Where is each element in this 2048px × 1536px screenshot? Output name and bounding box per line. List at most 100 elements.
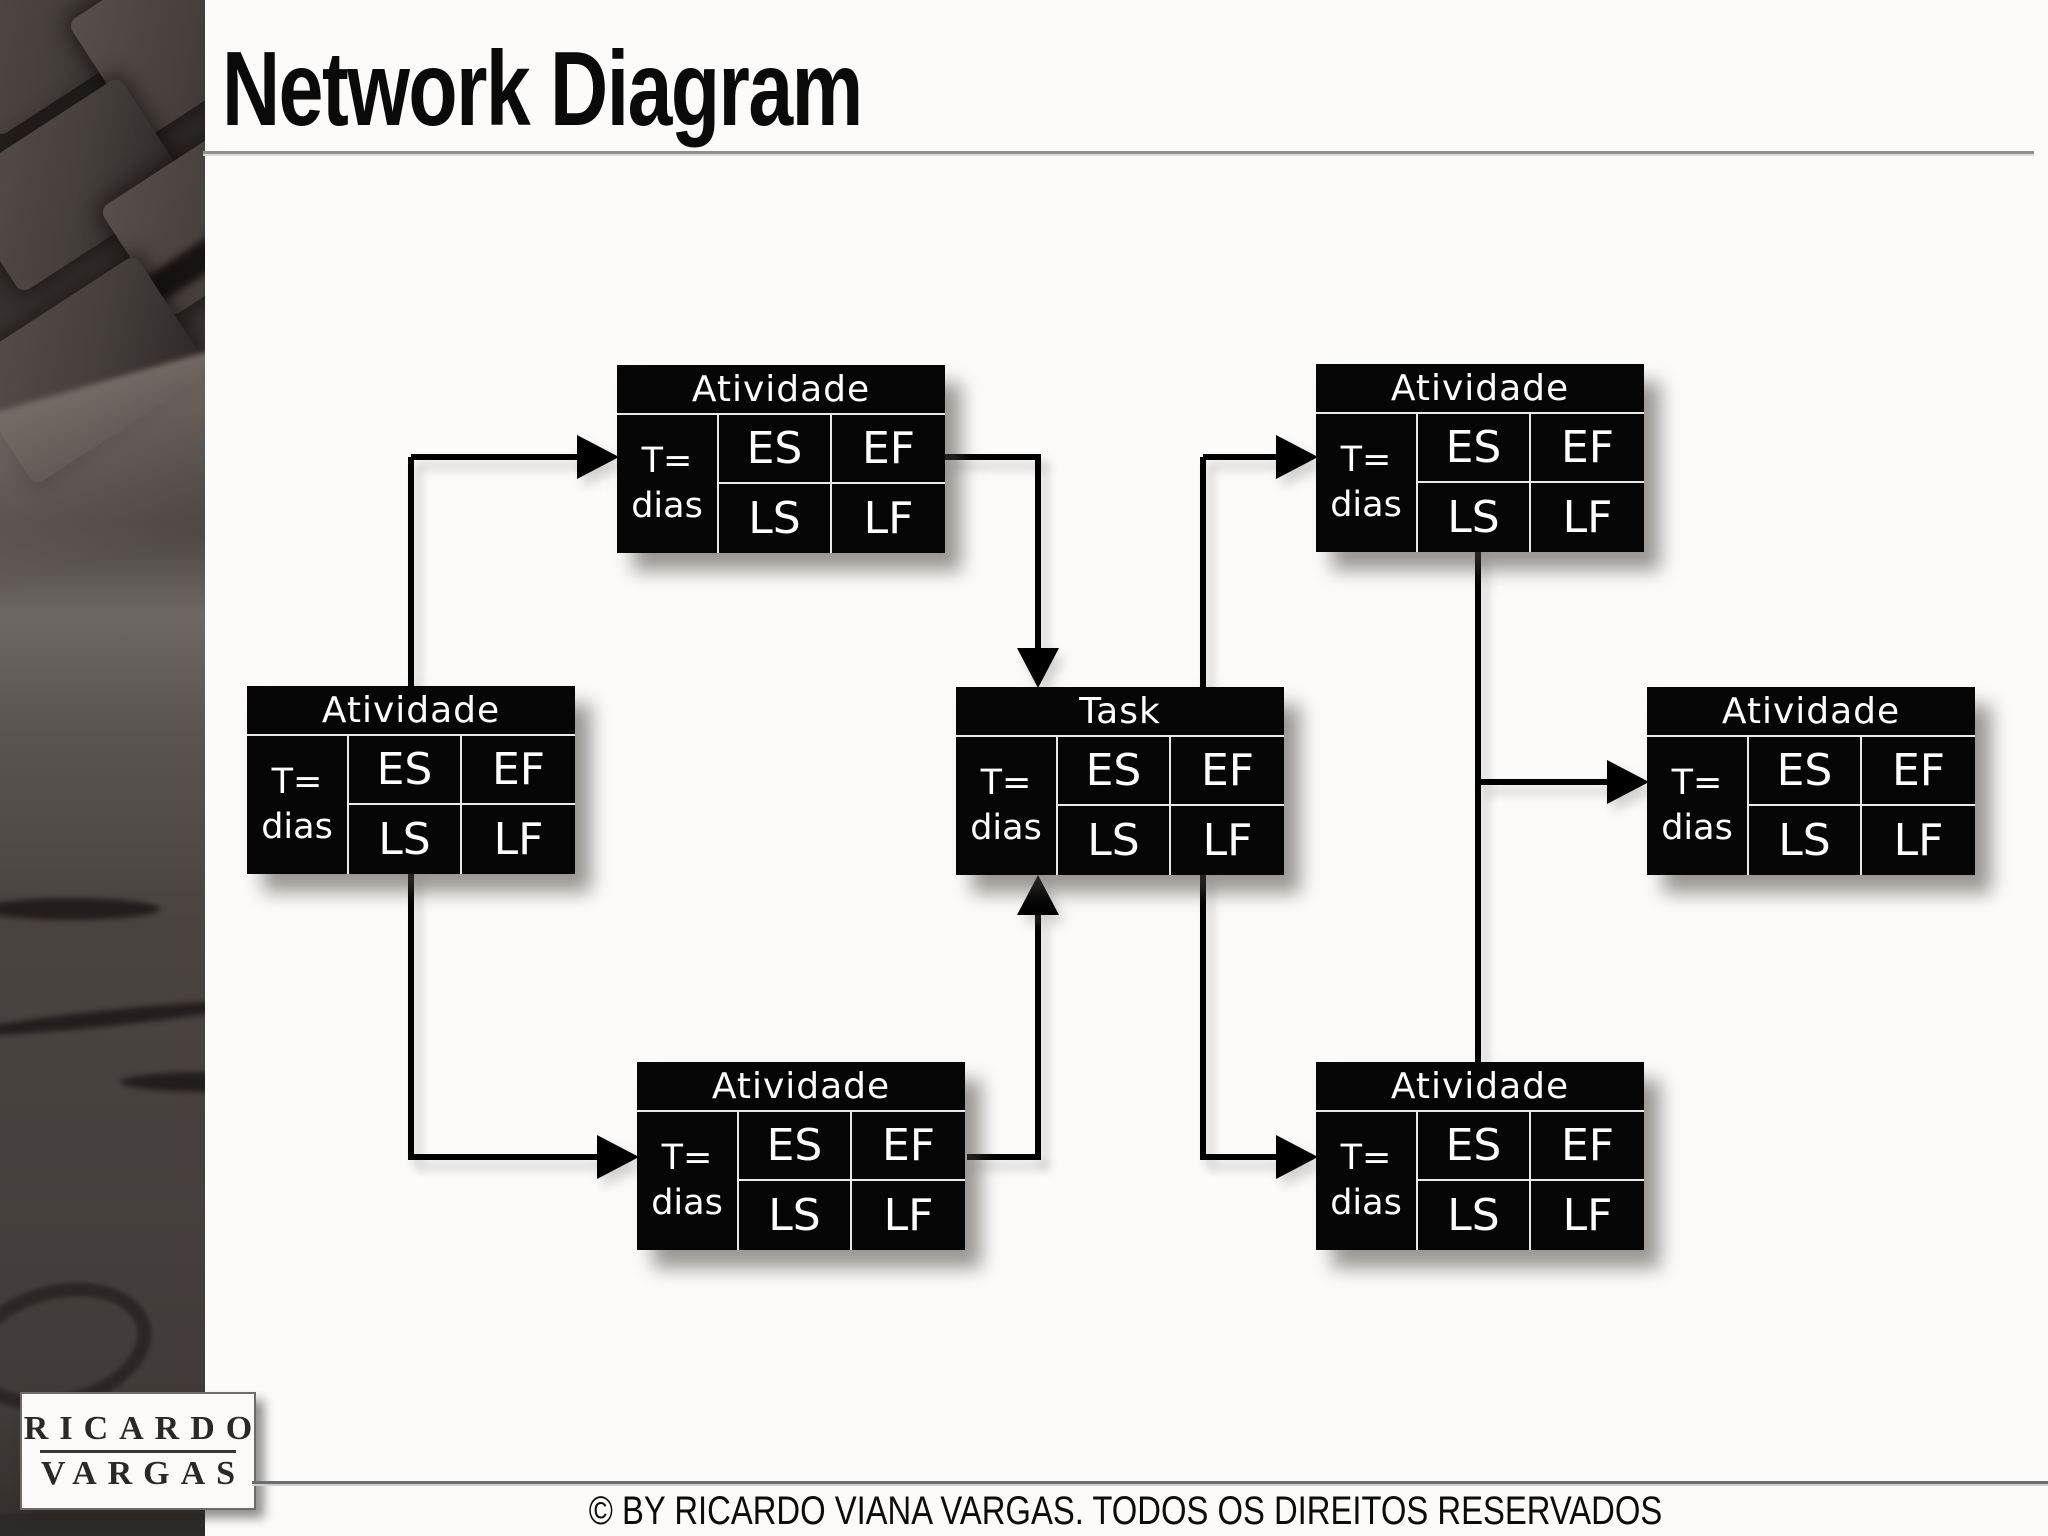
node-grid: ES EF LS LF: [739, 1112, 965, 1250]
node-duration: T= dias: [1316, 414, 1418, 552]
keyboard-bottom-edge: [0, 1514, 205, 1536]
duration-unit: dias: [970, 808, 1042, 848]
duration-unit: dias: [631, 486, 703, 526]
duration-label: T=: [1671, 763, 1723, 803]
cell-lf: LF: [863, 493, 914, 544]
node-duration: T= dias: [617, 415, 719, 553]
keyboard-photo-sidebar: [0, 0, 205, 1536]
edge-task-topright-vline: [1200, 457, 1206, 687]
duration-label: T=: [271, 762, 323, 802]
ricardo-vargas-logo: RICARDO VARGAS: [20, 1392, 256, 1510]
cell-es: ES: [349, 736, 462, 805]
page-title: Network Diagram: [222, 30, 863, 148]
duration-unit: dias: [1661, 808, 1733, 848]
node-title: Atividade: [247, 686, 575, 736]
duration-label: T=: [661, 1138, 713, 1178]
copyright-text: © BY RICARDO VIANA VARGAS. TODOS OS DIRE…: [588, 1489, 1663, 1533]
activity-node-top-right: Atividade T= dias ES EF LS LF: [1316, 364, 1644, 552]
node-grid: ES EF LS LF: [1418, 1112, 1644, 1250]
cell-ef: EF: [1531, 1112, 1644, 1181]
node-grid: ES EF LS LF: [349, 736, 575, 874]
edge-bottomleft-task-hline: [967, 1154, 1041, 1160]
logo-divider: [40, 1449, 236, 1453]
cell-es: ES: [1749, 737, 1862, 806]
keyboard-shadow-streak: [120, 1072, 205, 1092]
node-duration: T= dias: [956, 737, 1058, 875]
cell-lf: LF: [883, 1190, 934, 1241]
edge-task-bottomright-vline: [1200, 875, 1206, 1160]
node-grid: ES EF LS LF: [1749, 737, 1975, 875]
duration-label: T=: [641, 441, 693, 481]
activity-node-bottom-left: Atividade T= dias ES EF LS LF: [637, 1062, 965, 1250]
keyboard-shadow-streak: [0, 994, 205, 1042]
edge-midleft-bottomleft-hline: [411, 1154, 599, 1160]
node-body: T= dias ES EF LS LF: [956, 737, 1284, 875]
cell-ef: EF: [1171, 737, 1284, 806]
cell-es: ES: [1058, 737, 1171, 806]
node-title: Task: [956, 687, 1284, 737]
duration-unit: dias: [1330, 1183, 1402, 1223]
edge-task-topright-hline: [1203, 454, 1278, 460]
edge-task-bottomright-arrowhead: [1276, 1135, 1318, 1179]
node-grid: ES EF LS LF: [1058, 737, 1284, 875]
edge-topright-midright-hline: [1478, 779, 1609, 785]
edge-task-topright-arrowhead: [1276, 435, 1318, 479]
duration-unit: dias: [261, 807, 333, 847]
node-title: Atividade: [617, 365, 945, 415]
footer-rule: [252, 1481, 2048, 1486]
cell-ls: LS: [1058, 806, 1171, 875]
cell-lf: LF: [1562, 1190, 1613, 1241]
cell-ef: EF: [462, 736, 575, 805]
node-body: T= dias ES EF LS LF: [1316, 1112, 1644, 1250]
edge-midleft-bottomleft-vline: [408, 872, 414, 1160]
cell-lf: LF: [493, 814, 544, 865]
cell-es: ES: [739, 1112, 852, 1181]
node-duration: T= dias: [1316, 1112, 1418, 1250]
cell-ef: EF: [832, 415, 945, 484]
node-grid: ES EF LS LF: [1418, 414, 1644, 552]
node-body: T= dias ES EF LS LF: [637, 1112, 965, 1250]
edge-topleft-task-arrowhead: [1017, 648, 1059, 688]
node-title: Atividade: [1316, 1062, 1644, 1112]
logo-line2: VARGAS: [40, 1454, 247, 1492]
edge-midleft-topleft-vline: [408, 457, 414, 688]
cell-ef: EF: [852, 1112, 965, 1181]
duration-label: T=: [1340, 1138, 1392, 1178]
node-duration: T= dias: [637, 1112, 739, 1250]
node-grid: ES EF LS LF: [719, 415, 945, 553]
node-title: Atividade: [637, 1062, 965, 1112]
cell-es: ES: [719, 415, 832, 484]
cell-lf: LF: [1202, 815, 1253, 866]
cell-es: ES: [1418, 1112, 1531, 1181]
cell-es: ES: [1418, 414, 1531, 483]
edge-task-bottomright-hline: [1203, 1154, 1278, 1160]
cell-ls: LS: [1418, 1181, 1531, 1250]
node-title: Atividade: [1647, 687, 1975, 737]
node-body: T= dias ES EF LS LF: [1316, 414, 1644, 552]
node-body: T= dias ES EF LS LF: [617, 415, 945, 553]
activity-node-bottom-right: Atividade T= dias ES EF LS LF: [1316, 1062, 1644, 1250]
node-duration: T= dias: [1647, 737, 1749, 875]
cell-ls: LS: [1749, 806, 1862, 875]
edge-midleft-topleft-arrowhead: [577, 435, 619, 479]
edge-topright-bottomright-vline: [1475, 551, 1481, 1064]
node-body: T= dias ES EF LS LF: [247, 736, 575, 874]
cell-ls: LS: [349, 805, 462, 874]
node-duration: T= dias: [247, 736, 349, 874]
activity-node-mid-right: Atividade T= dias ES EF LS LF: [1647, 687, 1975, 875]
keyboard-shadow-streak: [0, 898, 160, 920]
cell-ls: LS: [1418, 483, 1531, 552]
title-rule: [203, 151, 2034, 156]
cell-ls: LS: [739, 1181, 852, 1250]
edge-bottomleft-task-vline: [1035, 913, 1041, 1160]
cell-ef: EF: [1531, 414, 1644, 483]
cell-ef: EF: [1862, 737, 1975, 806]
cell-ls: LS: [719, 484, 832, 553]
duration-label: T=: [1340, 440, 1392, 480]
cell-lf: LF: [1562, 492, 1613, 543]
duration-label: T=: [980, 763, 1032, 803]
duration-unit: dias: [1330, 485, 1402, 525]
logo-line1: RICARDO: [23, 1409, 264, 1447]
node-body: T= dias ES EF LS LF: [1647, 737, 1975, 875]
